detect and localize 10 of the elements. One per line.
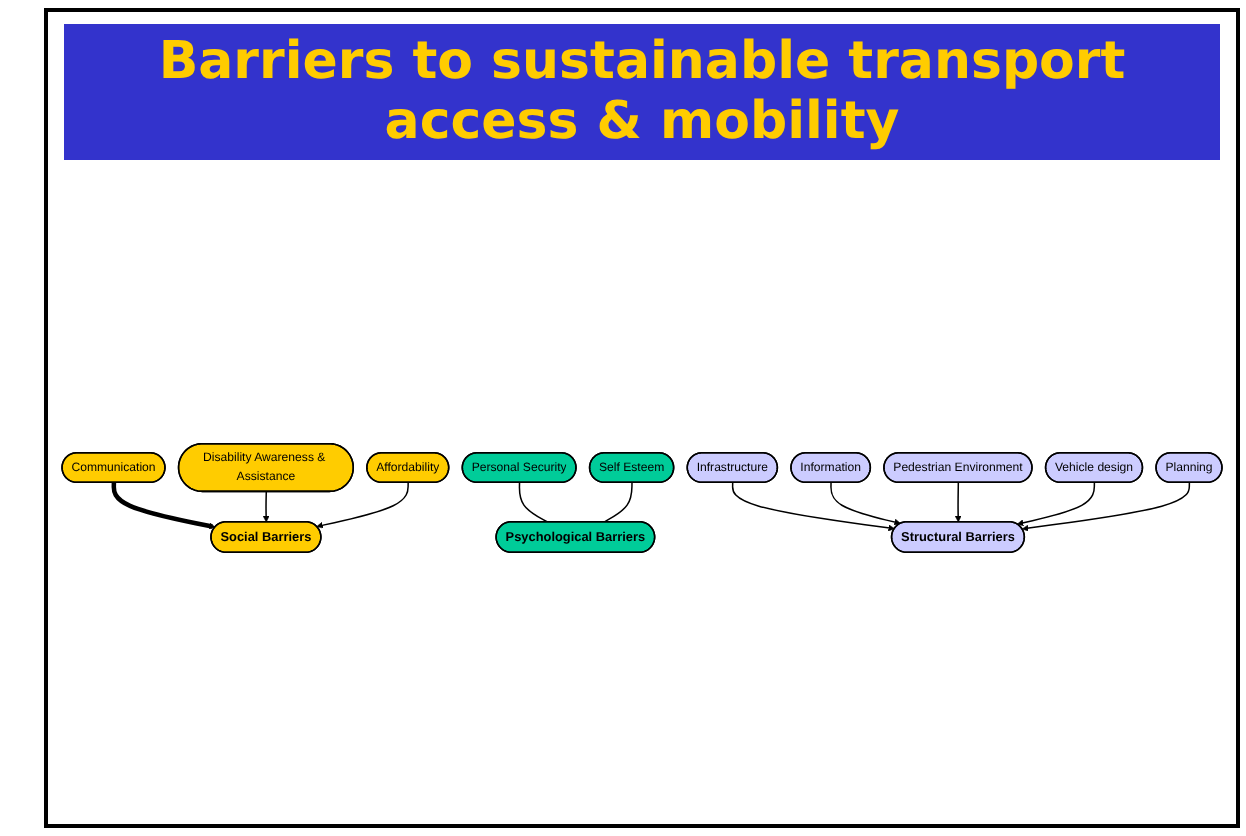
arrow: [262, 491, 270, 523]
connector: [518, 481, 549, 523]
arrow: [1016, 481, 1096, 527]
arrow: [731, 481, 895, 532]
arrow: [1021, 481, 1191, 532]
arrow: [954, 481, 962, 523]
arrow: [830, 481, 901, 526]
connector: [603, 481, 633, 523]
title-banner: Barriers to sustainable transport access & mobility: [64, 24, 1220, 160]
arrow: [316, 481, 409, 529]
